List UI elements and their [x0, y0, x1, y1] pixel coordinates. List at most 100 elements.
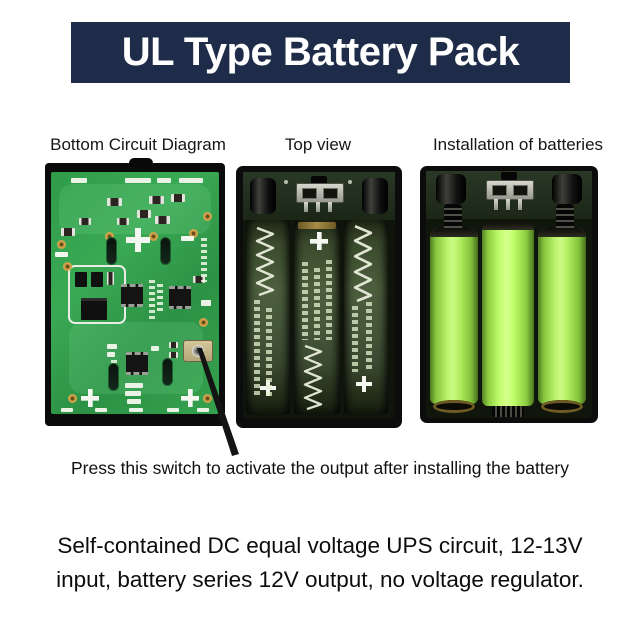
ic-chip — [121, 284, 143, 307]
compressed-spring — [444, 204, 462, 232]
solder-pad — [189, 229, 198, 238]
resistor — [193, 276, 205, 283]
switch-window — [323, 188, 338, 199]
silkscreen-mark — [125, 391, 141, 396]
resistor — [61, 228, 75, 236]
description-line: Self-contained DC equal voltage UPS circ… — [57, 533, 583, 558]
silkscreen-mark — [95, 408, 107, 412]
silkscreen-mark — [157, 178, 171, 183]
description-line: input, battery series 12V output, no vol… — [56, 567, 584, 592]
resistor — [107, 272, 114, 285]
solder-pad — [199, 318, 208, 327]
switch-pin — [304, 202, 308, 212]
battery-cell-left — [430, 228, 478, 404]
transistor — [75, 272, 87, 287]
label-installation-of-batteries: Installation of batteries — [432, 135, 604, 154]
printed-text-column — [314, 268, 320, 340]
title-banner: UL Type Battery Pack — [71, 22, 570, 83]
silkscreen-text-column — [201, 238, 207, 282]
battery-bottom-ring — [541, 400, 583, 413]
battery-cap — [538, 228, 586, 237]
circuit-board-photo — [45, 158, 225, 426]
printed-text-column — [352, 306, 358, 372]
switch-pin — [506, 199, 510, 210]
solder-pad — [57, 240, 66, 249]
compressed-spring — [556, 204, 574, 232]
printed-text-column — [326, 260, 332, 340]
solder-pad — [105, 232, 114, 241]
printed-text-column — [266, 308, 272, 396]
silkscreen-mark — [107, 352, 115, 357]
terminal-post — [552, 174, 582, 204]
switch-window — [513, 185, 528, 196]
terminal-post — [436, 174, 466, 204]
switch-pin — [316, 202, 320, 212]
slide-switch-knob — [311, 176, 327, 184]
slide-switch-knob — [501, 172, 517, 180]
silkscreen-mark — [127, 399, 141, 404]
battery-bottom-ring — [433, 400, 475, 413]
battery-cap — [482, 222, 534, 230]
silkscreen-mark — [129, 408, 143, 412]
slide-switch — [296, 183, 344, 203]
plus-mark — [356, 376, 372, 392]
resistor — [137, 210, 151, 218]
switch-pin — [494, 199, 498, 210]
terminal-post — [362, 178, 388, 214]
silkscreen-mark — [107, 344, 117, 349]
silkscreen-mark — [197, 408, 209, 412]
battery-cell-right — [538, 228, 586, 404]
solder-pad — [68, 394, 77, 403]
resistor — [117, 218, 129, 225]
resistor — [169, 342, 178, 348]
plus-mark — [126, 228, 150, 252]
silkscreen-text-column — [149, 280, 155, 320]
annotation-arrow — [197, 348, 239, 456]
resistor — [79, 218, 91, 225]
mounting-slot — [106, 237, 117, 265]
resistor — [171, 194, 185, 202]
silkscreen-mark — [61, 408, 73, 412]
resistor — [155, 216, 170, 224]
battery-cap — [430, 228, 478, 237]
mounting-slot — [108, 363, 119, 391]
resistor — [149, 196, 164, 204]
installed-batteries-photo — [420, 166, 598, 423]
solder-pad — [203, 394, 212, 403]
solder-pad — [149, 232, 158, 241]
silkscreen-mark — [125, 178, 151, 183]
spring-icon — [303, 344, 323, 410]
plus-mark — [310, 232, 328, 250]
silkscreen-mark — [179, 178, 203, 183]
screw-dot — [284, 180, 288, 184]
pcb-trace-area — [59, 184, 211, 234]
spring-icon — [353, 224, 373, 302]
contact-strip — [298, 222, 336, 229]
silkscreen-mark — [151, 346, 159, 351]
top-view-photo — [236, 166, 402, 428]
switch-bump — [129, 158, 153, 169]
plus-mark — [81, 389, 99, 407]
mounting-slot — [162, 358, 173, 386]
printed-text-column — [302, 262, 308, 340]
terminal-post — [250, 178, 276, 214]
mounting-slot — [160, 237, 171, 265]
label-top-view: Top view — [284, 135, 352, 154]
slide-switch — [486, 180, 534, 200]
silkscreen-mark — [71, 178, 87, 183]
resistor — [169, 352, 178, 358]
silkscreen-text-column — [157, 284, 163, 314]
printed-text-column — [254, 300, 260, 396]
silkscreen-mark — [201, 300, 211, 306]
switch-window — [302, 188, 317, 199]
minus-mark — [181, 236, 194, 241]
page-title: UL Type Battery Pack — [121, 30, 520, 74]
ic-chip — [126, 352, 148, 375]
solder-pad — [203, 212, 212, 221]
mosfet — [81, 298, 107, 320]
switch-annotation-text: Press this switch to activate the output… — [70, 458, 570, 478]
label-bottom-circuit-diagram: Bottom Circuit Diagram — [50, 135, 226, 154]
silkscreen-mark — [125, 383, 143, 388]
ic-chip — [169, 286, 191, 309]
